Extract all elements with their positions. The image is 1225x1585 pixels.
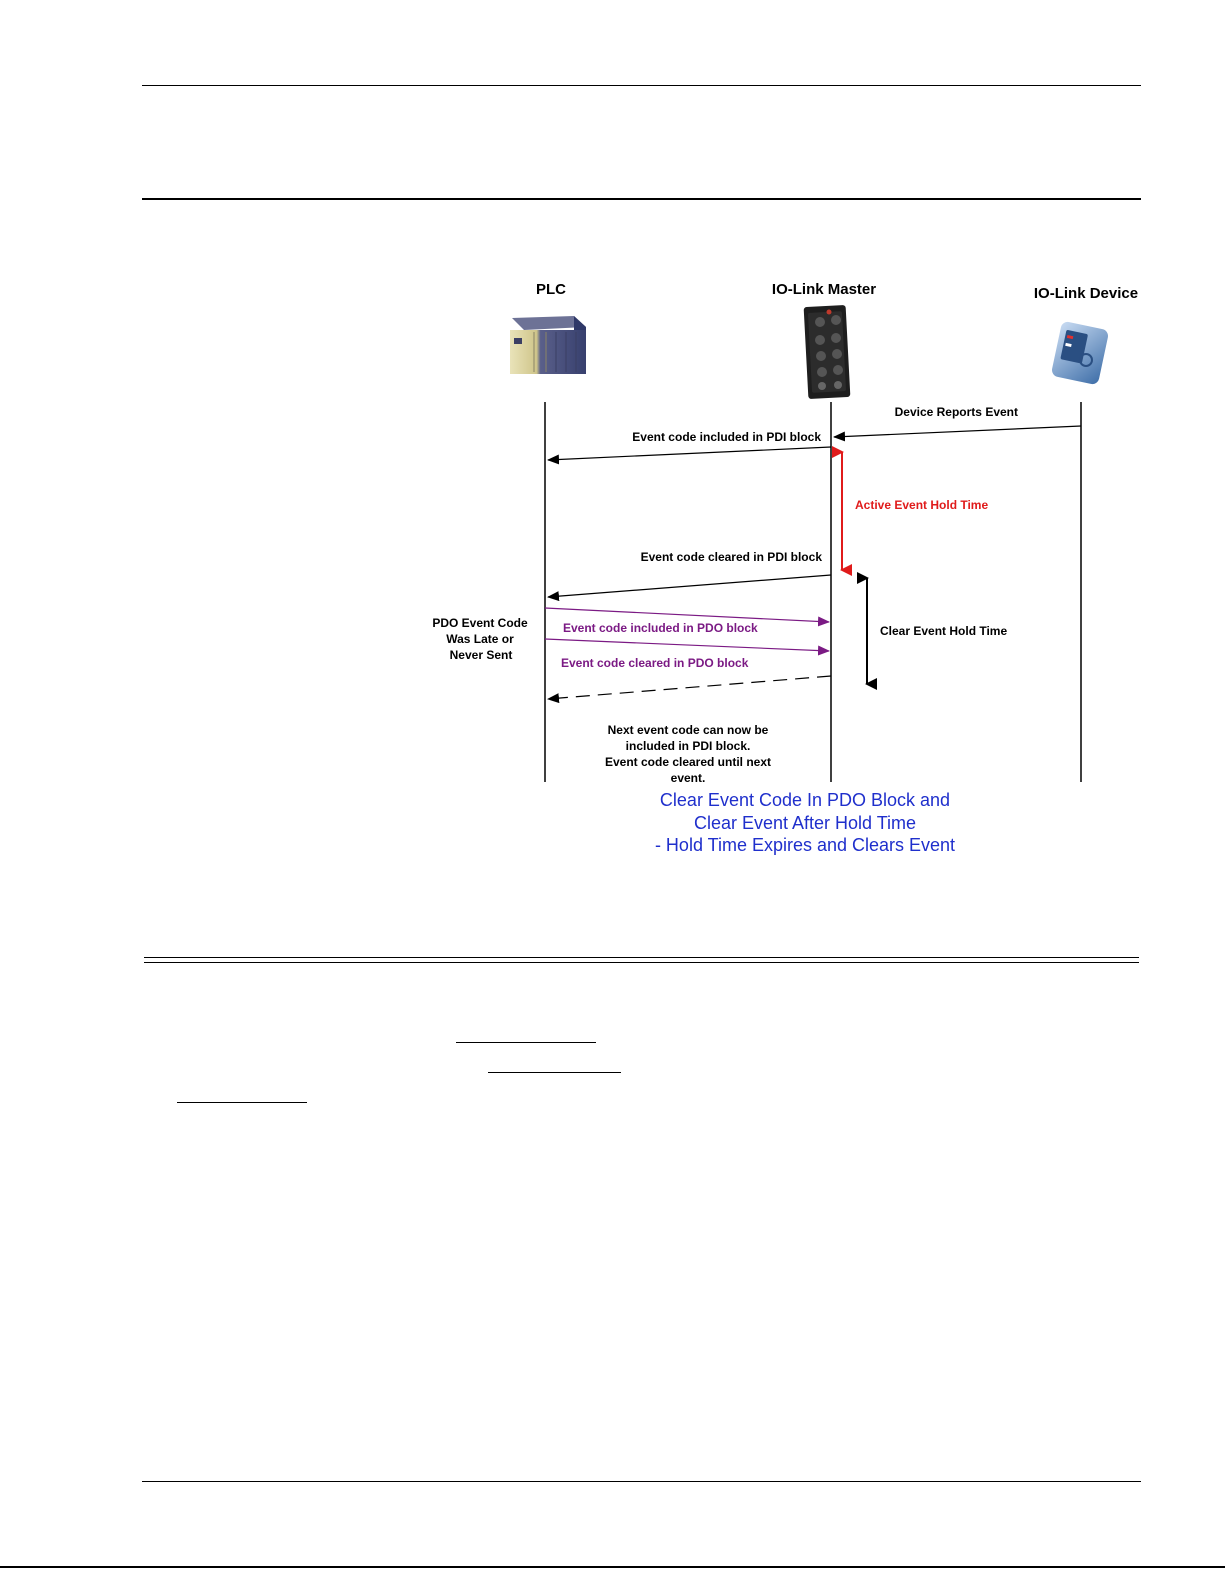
- pdo-included-arrow: [545, 608, 829, 622]
- link-underline[interactable]: [177, 1102, 307, 1103]
- footer-rule: [142, 1481, 1141, 1482]
- pdi-included-label: Event code included in PDI block: [632, 430, 821, 444]
- master-icon: [804, 305, 851, 399]
- double-rule-bottom: [144, 962, 1139, 963]
- active-hold-label: Active Event Hold Time: [855, 498, 988, 512]
- master-label: IO-Link Master: [772, 281, 876, 298]
- double-rule-top: [144, 957, 1139, 958]
- next-note-line: Next event code can now be: [608, 723, 769, 737]
- link-underline[interactable]: [488, 1072, 621, 1073]
- device-icon: [1051, 321, 1110, 386]
- pdi-cleared-label: Event code cleared in PDI block: [641, 550, 823, 564]
- pdi-cleared-arrow: [548, 575, 831, 597]
- pdo-cleared-arrow: [545, 639, 829, 651]
- link-underline[interactable]: [456, 1042, 596, 1043]
- plc-icon: [510, 316, 586, 374]
- device-label: IO-Link Device: [1034, 285, 1138, 302]
- plc-label: PLC: [536, 281, 566, 298]
- caption-line: - Hold Time Expires and Clears Event: [655, 835, 955, 855]
- next-note-line: included in PDI block.: [626, 739, 751, 753]
- next-note-line: Event code cleared until next: [605, 755, 771, 769]
- diagram-caption: Clear Event Code In PDO Block and Clear …: [655, 790, 955, 855]
- clear-hold-label: Clear Event Hold Time: [880, 624, 1007, 638]
- late-clear-arrow: [548, 676, 831, 699]
- side-note-line: Was Late or: [446, 632, 514, 646]
- device-reports-label: Device Reports Event: [895, 405, 1018, 419]
- caption-line: Clear Event After Hold Time: [694, 813, 916, 833]
- side-note-line: Never Sent: [450, 648, 513, 662]
- pdi-included-arrow: [548, 447, 831, 460]
- page-bottom-edge: [0, 1566, 1225, 1568]
- device-reports-arrow: [834, 426, 1081, 437]
- next-event-note: Next event code can now be included in P…: [605, 723, 771, 785]
- sequence-diagram: PLC IO-Link Master IO-Link Device: [0, 0, 1225, 900]
- side-note-line: PDO Event Code: [432, 616, 528, 630]
- pdo-cleared-label: Event code cleared in PDO block: [561, 656, 749, 670]
- caption-line: Clear Event Code In PDO Block and: [660, 790, 950, 810]
- next-note-line: event.: [671, 771, 706, 785]
- side-note: PDO Event Code Was Late or Never Sent: [432, 616, 528, 662]
- pdo-included-label: Event code included in PDO block: [563, 621, 758, 635]
